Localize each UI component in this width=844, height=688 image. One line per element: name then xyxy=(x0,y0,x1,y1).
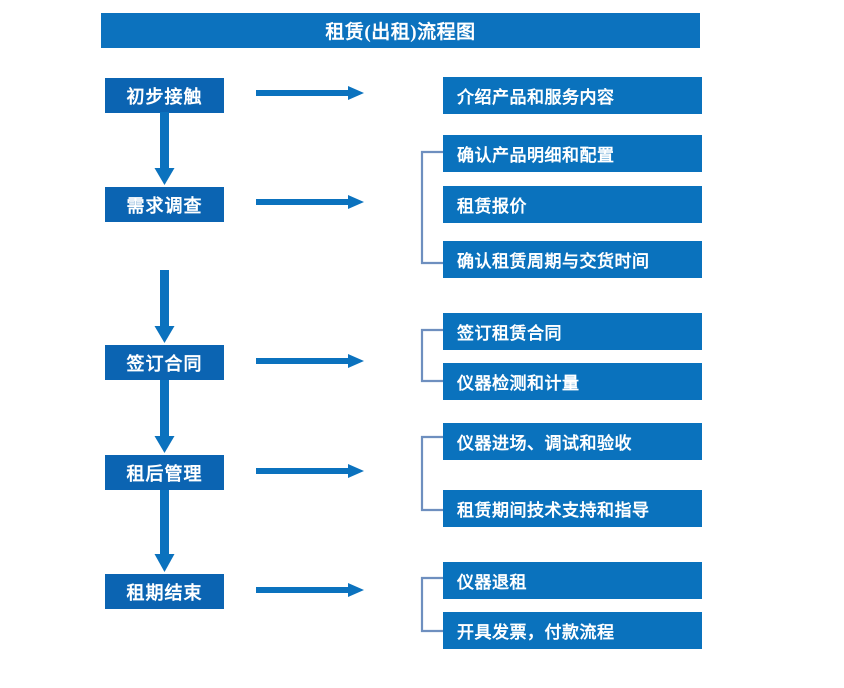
horizontal-arrow-2 xyxy=(256,195,364,209)
detail-box-9[interactable]: 仪器退租 xyxy=(443,562,702,599)
detail-box-1[interactable]: 介绍产品和服务内容 xyxy=(443,77,702,114)
stage-box-4[interactable]: 租后管理 xyxy=(105,455,224,490)
detail-box-4[interactable]: 确认租赁周期与交货时间 xyxy=(443,241,702,278)
group-bracket-1 xyxy=(420,150,443,265)
horizontal-arrow-4 xyxy=(256,464,364,478)
detail-box-7[interactable]: 仪器进场、调试和验收 xyxy=(443,423,702,460)
detail-box-2[interactable]: 确认产品明细和配置 xyxy=(443,135,702,172)
group-bracket-4 xyxy=(420,576,443,633)
stage-box-3[interactable]: 签订合同 xyxy=(105,345,224,380)
horizontal-arrow-3 xyxy=(256,354,364,368)
detail-box-5[interactable]: 签订租赁合同 xyxy=(443,313,702,350)
stage-box-2[interactable]: 需求调查 xyxy=(105,187,224,222)
vertical-arrow-3 xyxy=(154,380,175,453)
vertical-arrow-1 xyxy=(154,112,175,185)
vertical-arrow-2 xyxy=(154,270,175,343)
detail-box-6[interactable]: 仪器检测和计量 xyxy=(443,363,702,400)
group-bracket-3 xyxy=(420,435,443,512)
detail-box-8[interactable]: 租赁期间技术支持和指导 xyxy=(443,490,702,527)
detail-box-3[interactable]: 租赁报价 xyxy=(443,186,702,223)
horizontal-arrow-5 xyxy=(256,583,364,597)
group-bracket-2 xyxy=(420,328,443,383)
flowchart-title: 租赁(出租)流程图 xyxy=(101,13,700,48)
stage-box-5[interactable]: 租期结束 xyxy=(105,574,224,609)
stage-box-1[interactable]: 初步接触 xyxy=(105,78,224,113)
detail-box-10[interactable]: 开具发票，付款流程 xyxy=(443,612,702,649)
vertical-arrow-4 xyxy=(154,490,175,572)
horizontal-arrow-1 xyxy=(256,86,364,100)
